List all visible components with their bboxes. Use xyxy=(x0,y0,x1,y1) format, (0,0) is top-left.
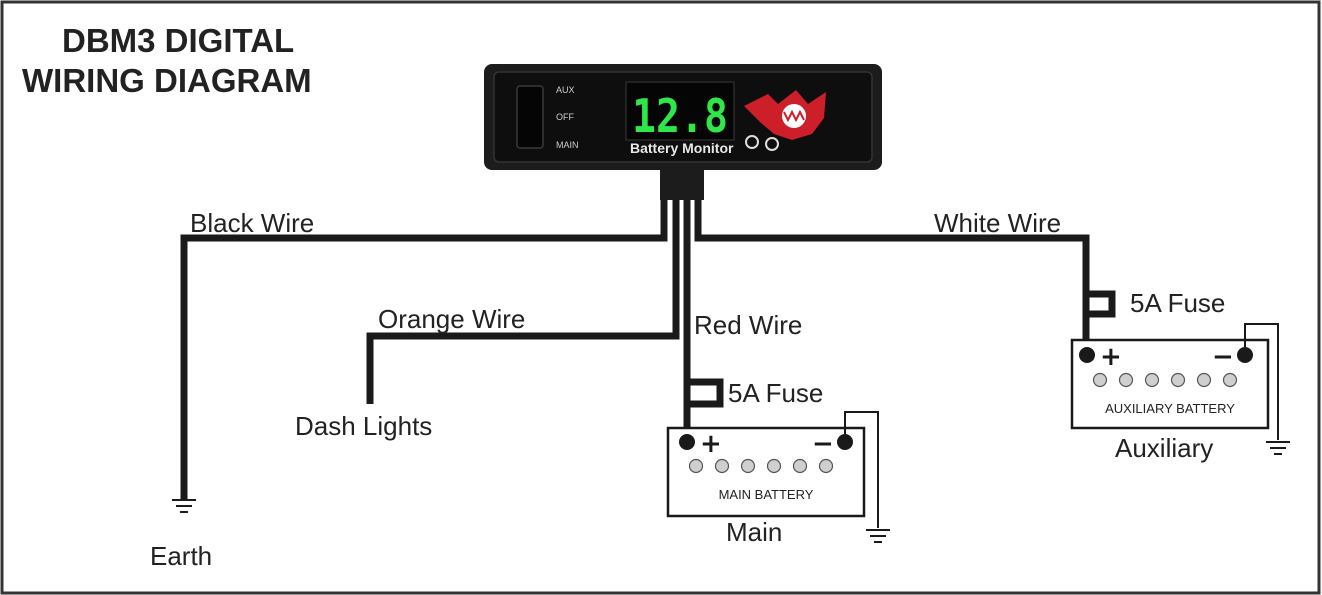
red-wire-label: Red Wire xyxy=(694,310,802,340)
aux-battery-caption: Auxiliary xyxy=(1115,433,1213,463)
aux-battery-cell xyxy=(1170,372,1186,388)
switch-label-off: OFF xyxy=(556,112,574,122)
main-battery-cell xyxy=(818,458,834,474)
orange-wire-label: Orange Wire xyxy=(378,304,525,334)
aux-battery-minus: − xyxy=(1212,342,1234,372)
main-fuse-icon xyxy=(687,378,724,408)
aux-fuse-label: 5A Fuse xyxy=(1130,288,1225,318)
earth-ground-icon xyxy=(172,499,196,513)
aux-fuse-icon xyxy=(1086,290,1116,318)
lcd-window xyxy=(625,81,735,141)
aux-battery-negative-terminal xyxy=(1237,347,1253,363)
main-battery-plus: + xyxy=(700,429,722,459)
rocker-switch xyxy=(516,85,544,149)
aux-ground-wire xyxy=(1244,323,1279,440)
switch-label-aux: AUX xyxy=(556,85,575,95)
main-battery-negative-terminal xyxy=(837,434,853,450)
cable-connector xyxy=(660,170,704,200)
battery-monitor-device: AUX OFF MAIN 12.8 Battery Monitor xyxy=(484,64,882,200)
white-wire-label: White Wire xyxy=(934,208,1061,238)
main-ground-wire xyxy=(844,411,879,528)
main-battery-cell xyxy=(688,458,704,474)
logo-icon xyxy=(744,90,826,151)
earth-label: Earth xyxy=(150,541,212,571)
main-ground-icon xyxy=(866,529,890,543)
black-wire xyxy=(180,200,668,500)
main-battery-body xyxy=(666,426,866,518)
aux-battery-cell xyxy=(1144,372,1160,388)
dash-lights-label: Dash Lights xyxy=(295,411,432,441)
auxiliary-battery: + − AUXILIARY BATTERY xyxy=(1070,338,1270,430)
main-battery-caption: Main xyxy=(726,517,782,547)
lcd-display: 12.8 xyxy=(632,89,728,143)
main-battery-cell xyxy=(740,458,756,474)
main-battery-label: MAIN BATTERY xyxy=(719,487,814,502)
aux-battery-cell xyxy=(1118,372,1134,388)
switch-label-main: MAIN xyxy=(556,140,579,150)
main-battery-cell xyxy=(766,458,782,474)
main-battery-positive-terminal xyxy=(679,434,695,450)
aux-ground-icon xyxy=(1266,441,1290,455)
aux-battery-cell xyxy=(1092,372,1108,388)
main-battery-minus: − xyxy=(812,429,834,459)
orange-wire xyxy=(366,200,680,404)
aux-battery-cell xyxy=(1196,372,1212,388)
main-fuse-label: 5A Fuse xyxy=(728,378,823,408)
main-battery-cell xyxy=(714,458,730,474)
aux-battery-label: AUXILIARY BATTERY xyxy=(1105,401,1235,416)
device-label: Battery Monitor xyxy=(630,140,734,156)
title-line-1: DBM3 DIGITAL xyxy=(62,22,294,59)
main-battery: + − MAIN BATTERY xyxy=(666,426,866,518)
aux-battery-plus: + xyxy=(1100,342,1122,372)
main-battery-cell xyxy=(792,458,808,474)
title-line-2: WIRING DIAGRAM xyxy=(22,62,312,99)
aux-battery-cell xyxy=(1222,372,1238,388)
aux-battery-positive-terminal xyxy=(1079,347,1095,363)
black-wire-label: Black Wire xyxy=(190,208,314,238)
